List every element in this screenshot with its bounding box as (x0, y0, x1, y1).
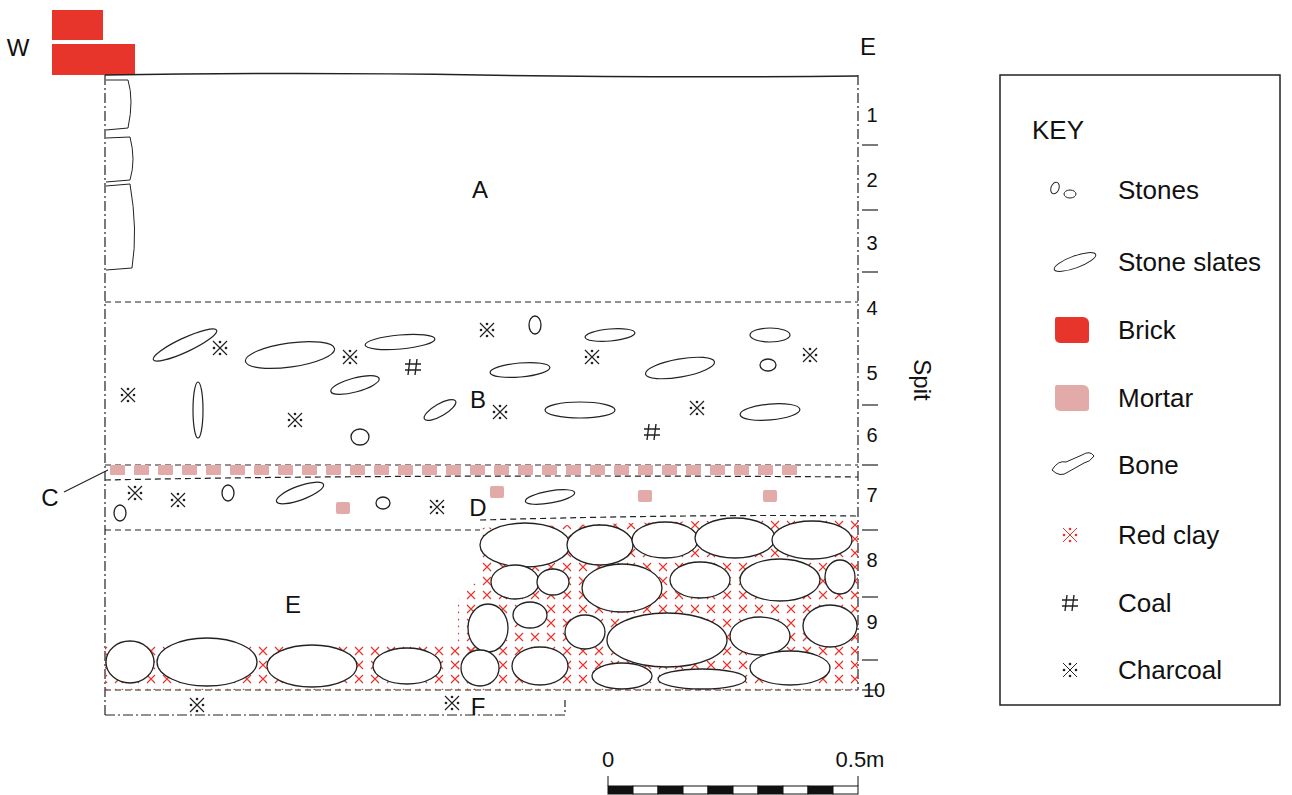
spit-number: 4 (866, 298, 877, 318)
spit-number: 2 (866, 170, 877, 190)
spit-number: 3 (866, 233, 877, 253)
layer-label: E (285, 593, 301, 617)
layer-label: C (41, 486, 58, 510)
legend-label: Coal (1118, 590, 1171, 616)
layer-label: A (472, 178, 488, 202)
orientation-label: E (860, 35, 876, 59)
scale-label: 0.5m (836, 749, 885, 771)
spit-number: 10 (863, 680, 885, 700)
legend-label: Stone slates (1118, 249, 1261, 275)
legend-label: Bone (1118, 452, 1179, 478)
legend-label: Brick (1118, 317, 1176, 343)
legend-swatch (1055, 317, 1089, 343)
layer-label: B (470, 388, 486, 412)
scale-label: 0 (602, 749, 614, 771)
spit-number: 6 (866, 425, 877, 445)
legend-label: Stones (1118, 177, 1199, 203)
legend-title: KEY (1032, 117, 1084, 143)
orientation-label: W (7, 36, 30, 60)
layer-label: D (469, 496, 486, 520)
axis-label: Spit (910, 359, 934, 400)
legend-label: Red clay (1118, 522, 1219, 548)
spit-number: 5 (866, 363, 877, 383)
legend-swatch (1055, 385, 1089, 411)
legend-label: Mortar (1118, 385, 1193, 411)
spit-number: 7 (866, 485, 877, 505)
spit-number: 1 (866, 105, 877, 125)
spit-number: 8 (866, 550, 877, 570)
layer-label: F (471, 695, 486, 719)
spit-number: 9 (866, 612, 877, 632)
legend-label: Charcoal (1118, 657, 1222, 683)
